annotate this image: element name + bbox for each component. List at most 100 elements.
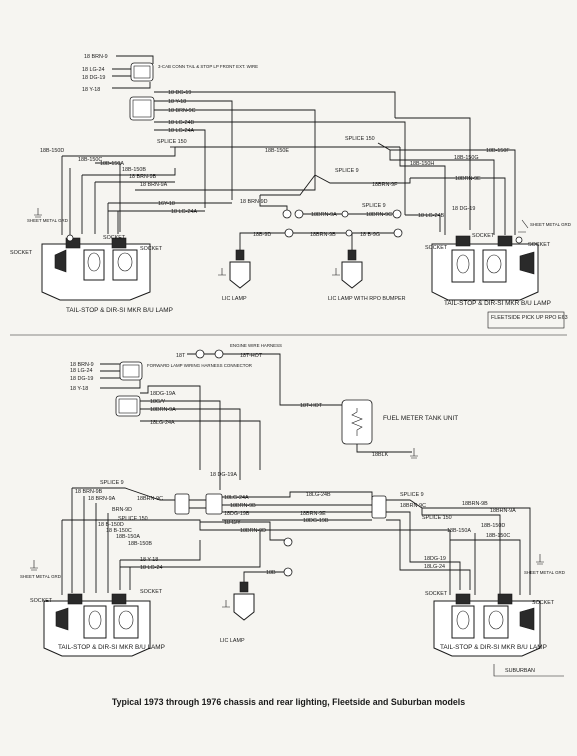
- wire: [386, 499, 531, 595]
- wire-label: 18BRN-9B: [310, 232, 336, 238]
- connector-circle: [195, 349, 205, 359]
- wire: [82, 168, 176, 176]
- connector-block: [174, 493, 190, 515]
- wire: [116, 55, 154, 64]
- wire-label: 18LG-24A: [224, 495, 249, 501]
- socket-label: SOCKET: [528, 242, 551, 248]
- wire-label: 18 DG-19: [70, 376, 93, 382]
- wire: [189, 499, 206, 509]
- top-diagram: 18 BRN-9 18 LG-24 18 DG-19 18 Y-18 3-CAB…: [10, 54, 571, 329]
- three-cab-connector: [130, 62, 154, 82]
- wire-label: 18B-150A: [116, 534, 140, 540]
- wire: [260, 174, 316, 196]
- wire: [421, 508, 501, 595]
- wire: [71, 488, 109, 593]
- wire-label: 18 LG-24A: [171, 209, 197, 215]
- wire: [120, 530, 261, 568]
- wire-label: 18 DG-19: [168, 90, 191, 96]
- splice-label: SPLICE 150: [118, 516, 148, 522]
- wire: [100, 363, 141, 389]
- wire-label: 18LG-24B: [306, 492, 331, 498]
- wire: [112, 68, 151, 89]
- socket-label: SOCKET: [30, 598, 53, 604]
- wire-label: 18T-HOT: [300, 403, 323, 409]
- splice-label: SPLICE 9: [100, 480, 124, 486]
- wire-label: 18LG-24A: [150, 420, 175, 426]
- splice-label: SPLICE 9: [335, 168, 359, 174]
- wire-150f: [377, 142, 516, 235]
- wire: [135, 175, 316, 191]
- connector-inner: [122, 364, 140, 378]
- wire-label: 18B-150A: [100, 161, 124, 167]
- socket-label: SOCKET: [532, 600, 555, 606]
- model-box: [493, 664, 564, 677]
- wire: [140, 400, 221, 490]
- wire-label: BRN-9D: [112, 507, 132, 513]
- connector-block: [205, 493, 223, 515]
- wire-150h: [399, 147, 446, 235]
- wire-label: 18BRN-9C: [400, 503, 426, 509]
- wire-label: 18 BRN-9B: [129, 174, 157, 180]
- right-lamp-assembly: [431, 235, 539, 301]
- wire: [95, 162, 121, 232]
- wire-label: 18B: [266, 570, 276, 576]
- lic-lamp: [222, 581, 255, 621]
- wire: [200, 521, 286, 541]
- wire-label: 18BRN-9C: [137, 496, 163, 502]
- wire: [72, 487, 175, 501]
- wire-label: 18 BRN-9A: [140, 182, 168, 188]
- wire-label: 18B-150G: [454, 155, 479, 161]
- wire-brn9c: [154, 109, 316, 175]
- wire-150: [62, 519, 450, 531]
- wire-label: 18B-150A: [447, 528, 471, 534]
- ground-label: SHEET METAL GRD: [530, 222, 571, 227]
- splice-label: SPLICE 150: [157, 139, 187, 145]
- wire-label: 18BRN-9D: [240, 528, 266, 534]
- ground-icon: [536, 554, 544, 565]
- connector-circle: [283, 567, 293, 577]
- wire-label: 18 Y-18: [70, 386, 88, 392]
- connector-circle: [284, 228, 294, 238]
- wire-lg24a: [154, 129, 206, 208]
- splice-label: SPLICE 9: [362, 203, 386, 209]
- connector-circle: [393, 228, 403, 238]
- socket-label: SOCKET: [10, 250, 33, 256]
- ground-label: SHEET METAL GRD: [524, 570, 565, 575]
- socket-label: SOCKET: [140, 246, 163, 252]
- wire-label: 18 LG-24B: [168, 120, 194, 126]
- right-lamp-assembly: [433, 593, 541, 657]
- connector-inner: [133, 65, 151, 79]
- wire-label: 18 Y-18: [168, 99, 186, 105]
- socket-label: SOCKET: [425, 591, 448, 597]
- lic-lamp-label: LIC LAMP: [222, 296, 247, 302]
- ground-icon: [518, 219, 529, 233]
- wire-label: 18B-150B: [122, 167, 146, 173]
- connector-circle: [294, 209, 304, 219]
- wire-label: 18DG-19B: [224, 511, 250, 517]
- left-lamp-assembly: [43, 593, 151, 657]
- figure-caption: Typical 1973 through 1976 chassis and re…: [111, 697, 466, 707]
- wire-label: 18BRN-9E: [300, 511, 326, 517]
- wire-label: 18BRN-9C: [366, 212, 392, 218]
- connector-block: [115, 395, 141, 417]
- lic-lamp-right: [332, 249, 363, 289]
- socket-label: SOCKET: [472, 233, 495, 239]
- lic-lamp-label: LIC LAMP WITH RPO BUMPER: [328, 296, 406, 302]
- wire-label: 18 B-150C: [106, 528, 132, 534]
- connector-circle: [214, 349, 224, 359]
- bottom-diagram: ENGINE WIRE HARNESS 18T 18T-HOT 18 BRN-9…: [20, 343, 565, 677]
- wire-150g: [389, 150, 495, 235]
- wire-150e: [62, 146, 400, 157]
- fuel-meter-resistor-icon: [351, 408, 363, 436]
- fuel-meter-unit: [341, 399, 373, 445]
- connector-block: [129, 96, 155, 121]
- wire-dg19: [154, 91, 396, 118]
- splice-label: SPLICE 9: [400, 492, 424, 498]
- wire-label: 18BRN-9A: [490, 508, 516, 514]
- wire-label: 18 DG-19: [82, 75, 105, 81]
- wire-label: 18B-9D: [253, 232, 271, 238]
- wire-label: 18DG-19B: [303, 518, 329, 524]
- engine-harness-label: ENGINE WIRE HARNESS: [230, 343, 282, 348]
- ground-icon: [410, 448, 418, 459]
- wire-label: 18B-150D: [40, 148, 64, 154]
